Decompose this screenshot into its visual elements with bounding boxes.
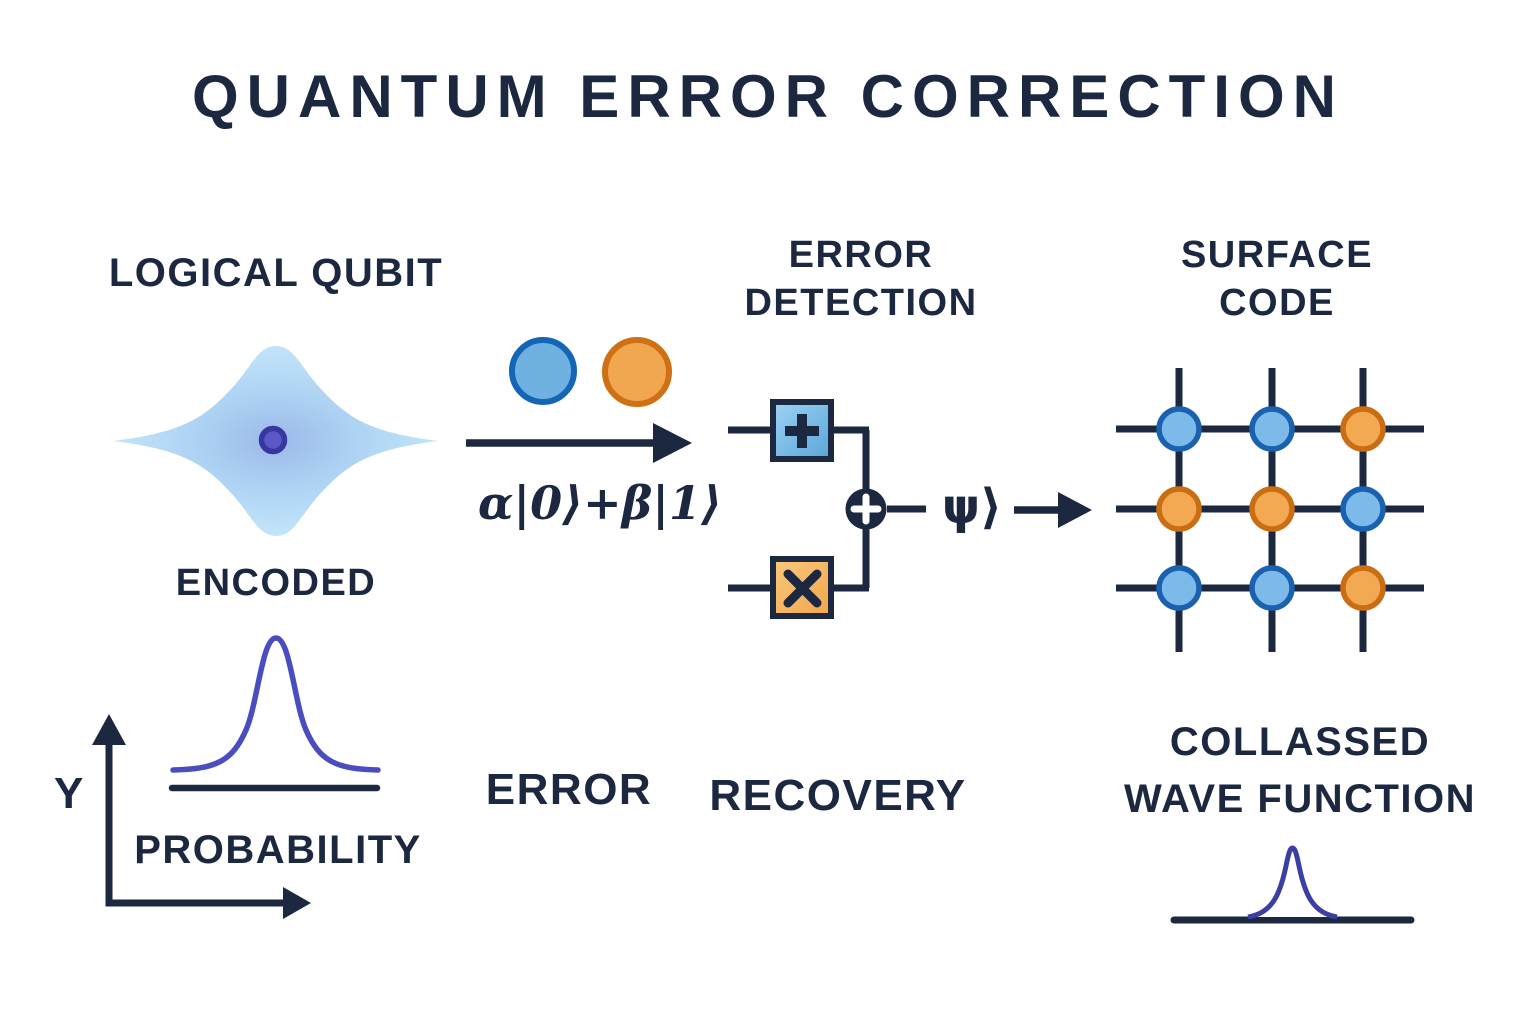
- plus-gate-icon: [785, 414, 819, 448]
- blue-data-qubit-node: [1340, 486, 1386, 532]
- x-axis-arrowhead: [283, 887, 311, 919]
- x-gate-box: [770, 556, 834, 619]
- error-detection-label-line2: DETECTION: [744, 282, 978, 324]
- collapsed-wave-label-line2: WAVE FUNCTION: [1123, 777, 1477, 821]
- encode-arrow-head: [653, 423, 692, 463]
- orange-data-qubit-node: [1249, 486, 1295, 532]
- psi-state-label: ψ⟩: [941, 479, 1003, 535]
- detection-circuit: [728, 399, 1092, 619]
- surface-code-label: SURFACE CODE: [1181, 231, 1373, 327]
- error-footer-label: ERROR: [485, 765, 653, 814]
- probability-axis-label: PROBABILITY: [134, 828, 422, 872]
- combiner-plus-icon: [850, 493, 882, 525]
- collapsed-wave-label-line1: COLLASSED: [1169, 720, 1431, 764]
- plus-gate-box: [770, 399, 834, 462]
- logical-qubit-label: LOGICAL QUBIT: [108, 251, 444, 295]
- collapsed-spike-figure: [1170, 845, 1415, 924]
- error-detection-label: ERROR DETECTION: [744, 231, 977, 327]
- blue-data-qubit-node: [1249, 406, 1295, 452]
- wave-packet-figure: [113, 346, 438, 536]
- gaussian-curve: [170, 635, 381, 773]
- spike-curve: [1247, 845, 1338, 920]
- superposition-formula: α|0⟩+β|1⟩: [477, 476, 723, 530]
- surface-code-label-line1: SURFACE: [1180, 234, 1374, 276]
- probability-plot: [92, 635, 381, 919]
- collapsed-wave-label: COLLASSED WAVE FUNCTION: [1124, 714, 1476, 828]
- recovery-footer-label: RECOVERY: [709, 771, 967, 820]
- x-gate-icon: [783, 569, 822, 608]
- encoding-arrow-figure: [466, 337, 692, 463]
- psi-arrow-head: [1058, 492, 1092, 528]
- orange-data-qubit-node: [1156, 486, 1202, 532]
- surface-code-nodes: [1156, 406, 1386, 611]
- error-detection-label-line1: ERROR: [788, 234, 934, 276]
- surface-code-label-line2: CODE: [1219, 282, 1335, 324]
- blue-data-qubit-node: [1249, 565, 1295, 611]
- page-title: QUANTUM ERROR CORRECTION: [192, 63, 1344, 130]
- qubit-dot: [258, 425, 288, 455]
- blue-data-qubit-node: [1156, 406, 1202, 452]
- encoded-caption: ENCODED: [175, 562, 377, 604]
- blue-qubit-circle: [509, 337, 577, 405]
- y-axis-arrowhead: [92, 714, 126, 745]
- orange-qubit-circle: [602, 337, 672, 407]
- y-axis-label: Y: [54, 769, 85, 818]
- orange-data-qubit-node: [1340, 406, 1386, 452]
- blue-data-qubit-node: [1156, 565, 1202, 611]
- orange-data-qubit-node: [1340, 565, 1386, 611]
- surface-code-lattice: [1116, 368, 1424, 652]
